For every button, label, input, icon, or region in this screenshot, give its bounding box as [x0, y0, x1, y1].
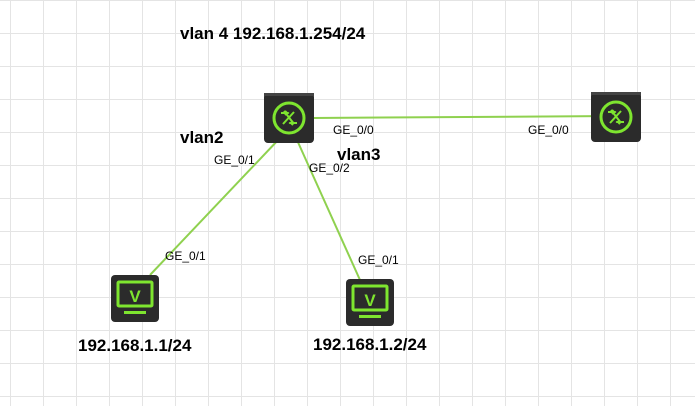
link-switch-to-pc2	[296, 139, 361, 281]
port-label-main-ge02: GE_0/2	[309, 161, 350, 175]
switch-main[interactable]	[264, 93, 314, 143]
pc1-ip-label: 192.168.1.1/24	[78, 336, 192, 355]
port-label-main-ge00: GE_0/0	[333, 123, 374, 137]
port-label-main-ge01: GE_0/1	[214, 153, 255, 167]
pc2[interactable]: V	[346, 279, 394, 326]
switch-icon	[264, 93, 314, 143]
pc2-glyph: V	[364, 291, 376, 310]
port-label-pc2-ge01: GE_0/1	[358, 253, 399, 267]
port-label-right-ge00: GE_0/0	[528, 123, 569, 137]
pc1-glyph: V	[129, 287, 141, 306]
port-label-pc1-ge01: GE_0/1	[165, 249, 206, 263]
pc1[interactable]: V	[111, 275, 159, 322]
pc2-ip-label: 192.168.1.2/24	[313, 335, 427, 354]
pc-icon: V	[346, 279, 394, 326]
pc-icon: V	[111, 275, 159, 322]
link-switch-to-pc1	[149, 137, 281, 276]
switch-right[interactable]	[591, 92, 641, 142]
vlan3-label: vlan3	[337, 145, 381, 164]
vlan2-label: vlan2	[180, 128, 224, 147]
vlan4-title: vlan 4 192.168.1.254/24	[180, 24, 366, 43]
link-switch-to-switch	[311, 115, 617, 119]
switch-icon	[591, 92, 641, 142]
